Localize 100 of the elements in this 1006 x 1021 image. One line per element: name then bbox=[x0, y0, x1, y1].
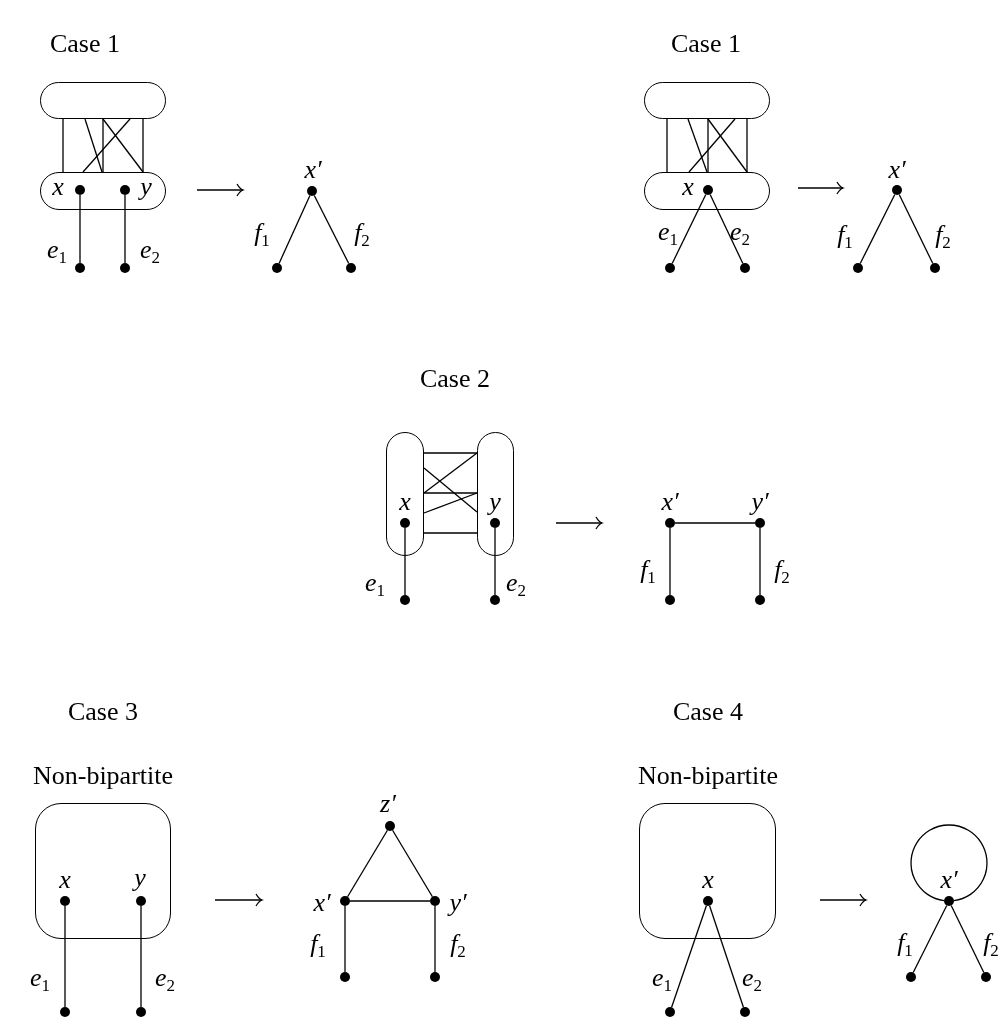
vertex-dot bbox=[74, 184, 85, 195]
graph-edge bbox=[669, 527, 671, 596]
vertex-dot bbox=[385, 821, 395, 831]
vertex-dot bbox=[740, 263, 750, 273]
vertex-label: x′ bbox=[313, 890, 331, 916]
vertex-dot bbox=[755, 518, 765, 528]
graph-edge bbox=[912, 904, 948, 974]
vertex-label: z′ bbox=[380, 791, 396, 817]
vertex-dot bbox=[906, 972, 916, 982]
graph-edge bbox=[102, 118, 144, 173]
graph-edge bbox=[102, 118, 104, 173]
vertex-label: y′ bbox=[751, 489, 769, 515]
edge-label: e$_{2}$ bbox=[742, 965, 762, 991]
vertex-dot bbox=[981, 972, 991, 982]
edge-label: e$_{2}$ bbox=[506, 570, 526, 596]
vertex-dot bbox=[755, 595, 765, 605]
vertex-label: y bbox=[134, 865, 146, 891]
vertex-label: x′ bbox=[888, 157, 906, 183]
vertex-dot bbox=[665, 1007, 675, 1017]
graph-edge bbox=[313, 194, 350, 265]
vertex-dot bbox=[120, 263, 130, 273]
case-heading: Non-bipartite bbox=[32, 763, 174, 789]
graph-edge bbox=[404, 527, 406, 596]
edge-label: e$_{1}$ bbox=[658, 219, 678, 245]
vertex-dot bbox=[490, 595, 500, 605]
edge-label: f$_{2}$ bbox=[935, 222, 951, 248]
vertex-dot bbox=[340, 972, 350, 982]
vertex-dot bbox=[702, 895, 713, 906]
vertex-dot bbox=[346, 263, 356, 273]
case-heading: Case 1 bbox=[671, 31, 741, 57]
vertex-dot bbox=[135, 895, 146, 906]
graph-edge bbox=[898, 193, 934, 265]
graph-edge bbox=[423, 452, 478, 454]
vertex-label: y bbox=[140, 174, 152, 200]
case-heading: Case 4 bbox=[673, 699, 743, 725]
edge-label: e$_{2}$ bbox=[155, 965, 175, 991]
vertex-label: x bbox=[702, 867, 714, 893]
graph-edge bbox=[82, 118, 131, 173]
vertex-label: x′ bbox=[661, 489, 679, 515]
edge-label: e$_{2}$ bbox=[730, 219, 750, 245]
edge-label: e$_{1}$ bbox=[652, 965, 672, 991]
vertex-dot bbox=[307, 186, 317, 196]
edge-label: f$_{2}$ bbox=[983, 930, 999, 956]
graph-edge bbox=[391, 829, 434, 898]
graph-edge bbox=[423, 532, 478, 534]
graph-edge bbox=[950, 904, 985, 974]
vertex-dot bbox=[136, 1007, 146, 1017]
vertex-label: x bbox=[59, 867, 71, 893]
vertex-dot bbox=[489, 517, 500, 528]
graph-edge bbox=[687, 118, 708, 173]
rounded-region bbox=[639, 803, 776, 939]
vertex-dot bbox=[702, 184, 713, 195]
graph-edge bbox=[707, 118, 748, 173]
graph-edge bbox=[140, 905, 142, 1008]
vertex-dot bbox=[400, 595, 410, 605]
vertex-dot bbox=[665, 595, 675, 605]
edge-label: f$_{1}$ bbox=[254, 220, 270, 246]
loop-edge bbox=[910, 824, 988, 902]
vertex-dot bbox=[892, 185, 902, 195]
vertex-dot bbox=[665, 263, 675, 273]
edge-label: f$_{1}$ bbox=[640, 557, 656, 583]
edge-label: f$_{1}$ bbox=[837, 222, 853, 248]
graph-edge bbox=[344, 905, 346, 973]
vertex-dot bbox=[272, 263, 282, 273]
vertex-dot bbox=[430, 896, 440, 906]
graph-edge bbox=[708, 905, 745, 1008]
edge-label: e$_{1}$ bbox=[30, 965, 50, 991]
vertex-dot bbox=[944, 896, 954, 906]
graph-edge bbox=[423, 492, 478, 514]
case-heading: Case 3 bbox=[68, 699, 138, 725]
vertex-dot bbox=[853, 263, 863, 273]
vertex-label: y bbox=[489, 489, 501, 515]
graph-edge bbox=[434, 905, 436, 973]
vertex-label: x′ bbox=[304, 157, 322, 183]
graph-edge bbox=[666, 118, 668, 173]
vertex-dot bbox=[665, 518, 675, 528]
vertex-label: x′ bbox=[940, 867, 958, 893]
rounded-region bbox=[35, 803, 171, 939]
graph-edge bbox=[142, 118, 144, 173]
graph-edge bbox=[79, 194, 81, 264]
graph-edge bbox=[671, 193, 707, 265]
graph-edge bbox=[84, 118, 103, 173]
graph-edge bbox=[349, 900, 431, 902]
graph-edge bbox=[423, 492, 478, 494]
edge-label: f$_{2}$ bbox=[450, 931, 466, 957]
edge-label: f$_{2}$ bbox=[774, 557, 790, 583]
graph-edge bbox=[674, 522, 756, 524]
vertex-dot bbox=[930, 263, 940, 273]
edge-label: f$_{1}$ bbox=[897, 930, 913, 956]
graph-edge bbox=[124, 194, 126, 264]
graph-edge bbox=[746, 118, 748, 173]
vertex-dot bbox=[59, 895, 70, 906]
graph-edge bbox=[62, 118, 64, 173]
graph-edge bbox=[670, 905, 708, 1008]
case-heading: Case 2 bbox=[420, 366, 490, 392]
graph-edge bbox=[278, 194, 311, 265]
graph-edge bbox=[494, 527, 496, 596]
graph-edge bbox=[423, 467, 478, 513]
graph-edge bbox=[709, 193, 744, 265]
graph-edge bbox=[707, 118, 709, 173]
